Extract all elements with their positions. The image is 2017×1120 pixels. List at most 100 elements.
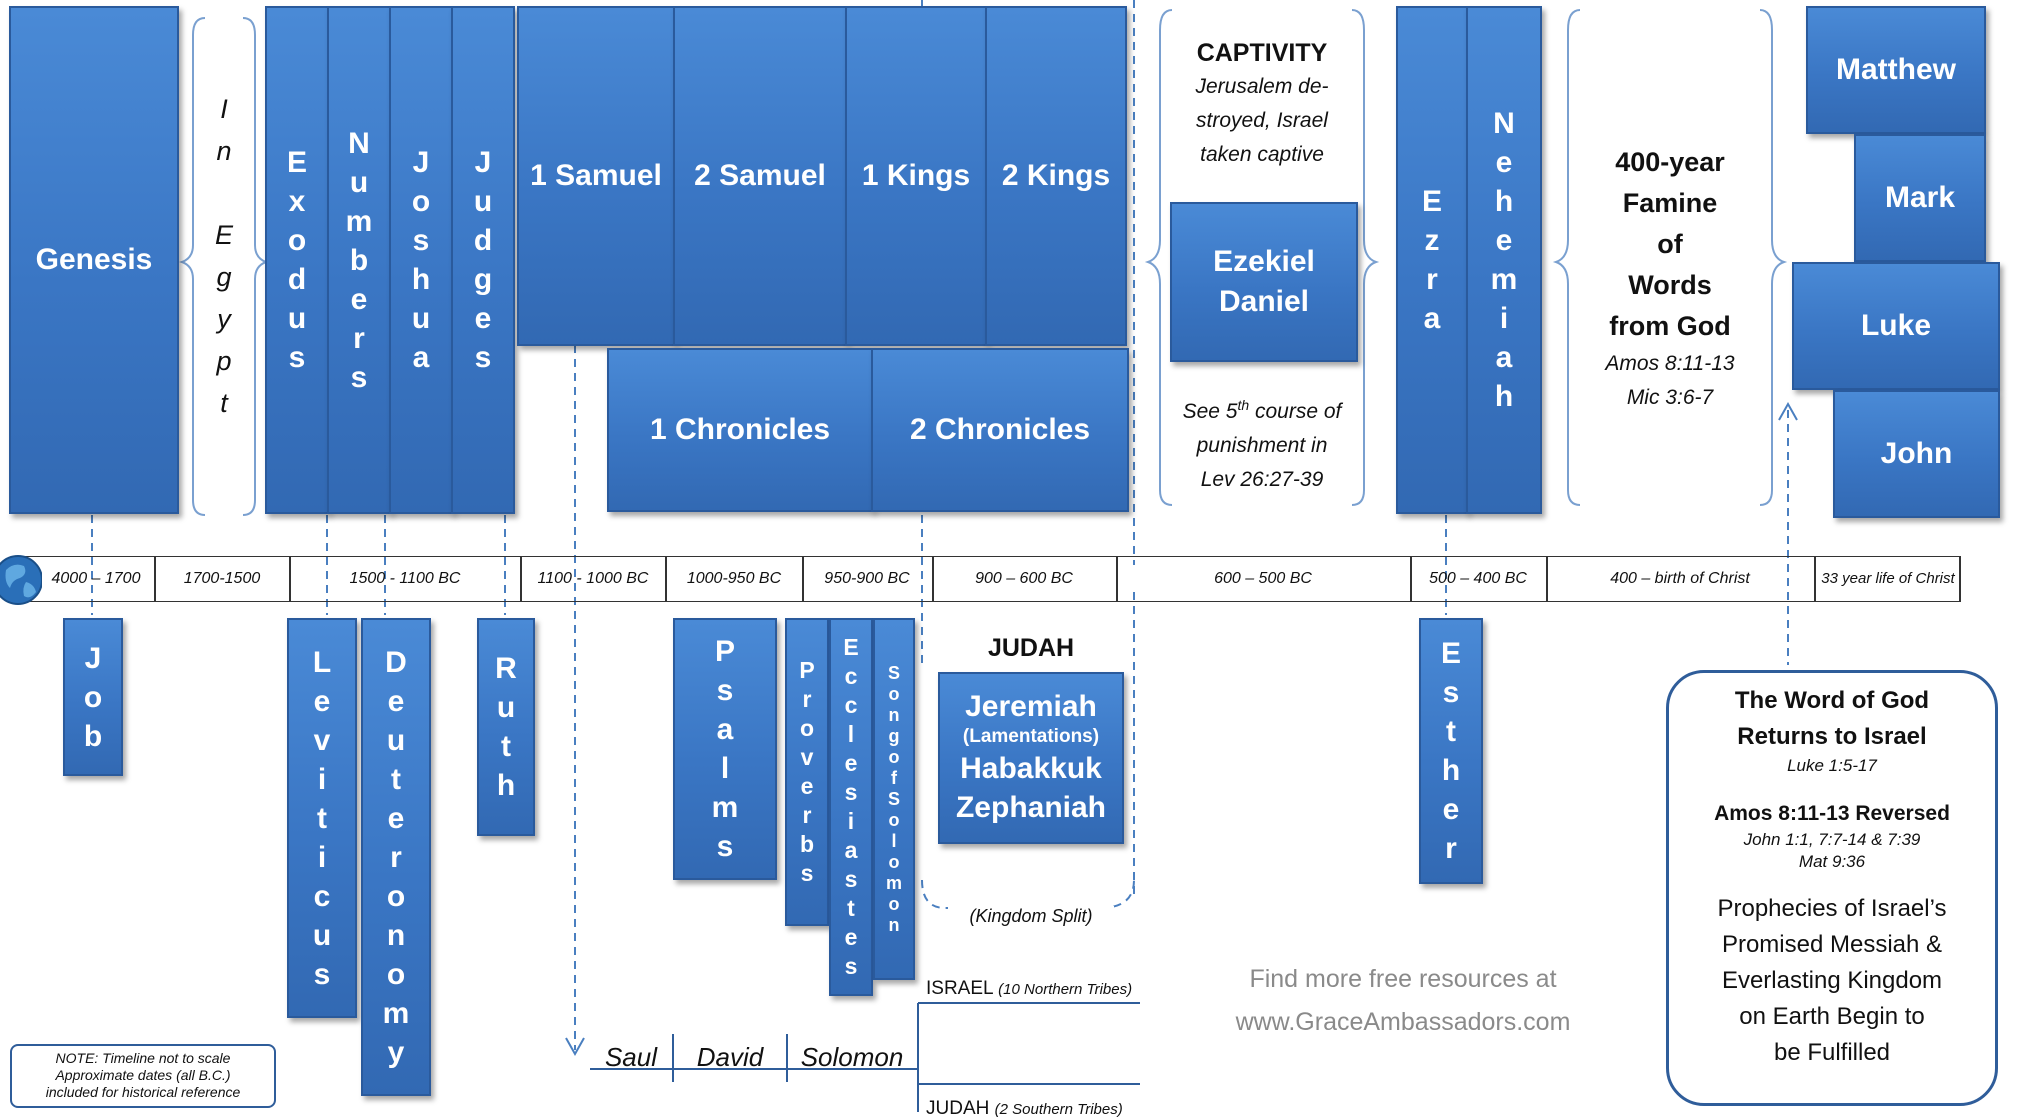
timeline-divider bbox=[665, 556, 667, 602]
book-lamentations: (Lamentations) bbox=[962, 726, 1100, 747]
book-2-kings[interactable]: 2 Kings bbox=[985, 6, 1127, 346]
book-luke[interactable]: Luke bbox=[1792, 262, 2000, 390]
book-ezekiel-daniel[interactable]: Ezekiel Daniel bbox=[1170, 202, 1358, 362]
timeline-divider bbox=[289, 556, 291, 602]
famine-line: Famine bbox=[1622, 188, 1718, 218]
timeline-cell: 400 – birth of Christ bbox=[1610, 570, 1750, 587]
timeline-divider bbox=[802, 556, 804, 602]
book-jeremiah: Jeremiah bbox=[965, 690, 1097, 723]
timeline-divider bbox=[1116, 556, 1118, 602]
note-line: included for historical reference bbox=[45, 1084, 241, 1100]
king-david: David bbox=[696, 1042, 764, 1072]
timeline-cell: 600 – 500 BC bbox=[1214, 570, 1312, 587]
card-prophecies: Prophecies of Israel’s Promised Messiah … bbox=[1717, 895, 1947, 1066]
judah-label: JUDAH bbox=[987, 634, 1075, 662]
card-subtitle: Amos 8:11-13 Reversed bbox=[1714, 802, 1950, 825]
promo-text[interactable]: Find more free resources at www.GraceAmb… bbox=[1208, 958, 1598, 1044]
famine-line: 400-year bbox=[1615, 147, 1725, 177]
famine-ref: Mic 3:6-7 bbox=[1626, 386, 1714, 409]
king-saul: Saul bbox=[604, 1042, 658, 1072]
famine-ref: Amos 8:11-13 bbox=[1605, 352, 1735, 375]
famine-block: 400-year Famine of Words from God Amos 8… bbox=[1572, 142, 1768, 415]
book-daniel: Daniel bbox=[1218, 285, 1309, 318]
timeline-divider bbox=[1959, 556, 1961, 602]
captivity-line: taken captive bbox=[1200, 143, 1324, 166]
promo-line: Find more free resources at bbox=[1249, 965, 1557, 993]
timeline-cell: 500 – 400 BC bbox=[1429, 570, 1527, 587]
card-ref: John 1:1, 7:7-14 & 7:39 Mat 9:36 bbox=[1743, 830, 1921, 871]
captivity-title: CAPTIVITY bbox=[1196, 39, 1328, 67]
king-divider bbox=[786, 1034, 788, 1082]
promo-link[interactable]: www.GraceAmbassadors.com bbox=[1235, 1008, 1571, 1036]
book-1-chronicles[interactable]: 1 Chronicles bbox=[607, 348, 873, 512]
note-box: NOTE: Timeline not to scale Approximate … bbox=[10, 1044, 276, 1108]
book-mark[interactable]: Mark bbox=[1854, 134, 1986, 262]
book-genesis[interactable]: Genesis bbox=[9, 6, 179, 514]
captivity-block: CAPTIVITY Jerusalem de- stroyed, Israel … bbox=[1168, 36, 1356, 172]
timeline-cell: 900 – 600 BC bbox=[975, 570, 1073, 587]
captivity-line: Lev 26:27-39 bbox=[1200, 468, 1324, 491]
book-matthew[interactable]: Matthew bbox=[1806, 6, 1986, 134]
card-title: The Word of God Returns to Israel bbox=[1734, 687, 1930, 750]
globe-icon bbox=[0, 555, 42, 605]
book-john[interactable]: John bbox=[1833, 390, 2000, 518]
captivity-see: See 5th course of bbox=[1182, 397, 1342, 423]
famine-line: Words bbox=[1628, 270, 1712, 300]
book-2-samuel[interactable]: 2 Samuel bbox=[673, 6, 847, 346]
book-2-chronicles[interactable]: 2 Chronicles bbox=[871, 348, 1129, 512]
king-solomon: Solomon bbox=[800, 1042, 904, 1072]
famine-line: from God bbox=[1609, 311, 1731, 341]
card-ref: Luke 1:5-17 bbox=[1787, 756, 1877, 775]
judah-bottom-label: JUDAH (2 Southern Tribes) bbox=[926, 1098, 1123, 1119]
kingdom-split-label: (Kingdom Split) bbox=[948, 906, 1114, 927]
famine-line: of bbox=[1657, 229, 1683, 259]
timeline-divider bbox=[932, 556, 934, 602]
timeline-cell: 1000-950 BC bbox=[686, 570, 782, 587]
note-line: Approximate dates (all B.C.) bbox=[55, 1067, 231, 1083]
timeline-divider bbox=[154, 556, 156, 602]
timeline-cell: 950-900 BC bbox=[824, 570, 910, 587]
word-of-god-card: The Word of God Returns to Israel Luke 1… bbox=[1666, 670, 1998, 1106]
book-habakkuk: Habakkuk bbox=[960, 752, 1102, 785]
captivity-line: Jerusalem de- bbox=[1195, 75, 1329, 98]
timeline-divider bbox=[1814, 556, 1816, 602]
note-line: NOTE: Timeline not to scale bbox=[55, 1050, 231, 1066]
book-jeremiah-group[interactable]: Jeremiah (Lamentations) Habakkuk Zephani… bbox=[938, 672, 1124, 844]
timeline-cell: 1100 - 1000 BC bbox=[537, 570, 649, 587]
book-ezekiel: Ezekiel bbox=[1213, 245, 1315, 278]
captivity-line: stroyed, Israel bbox=[1196, 109, 1328, 132]
timeline-axis bbox=[22, 556, 1960, 602]
timeline-cell: 33 year life of Christ bbox=[1821, 570, 1955, 587]
